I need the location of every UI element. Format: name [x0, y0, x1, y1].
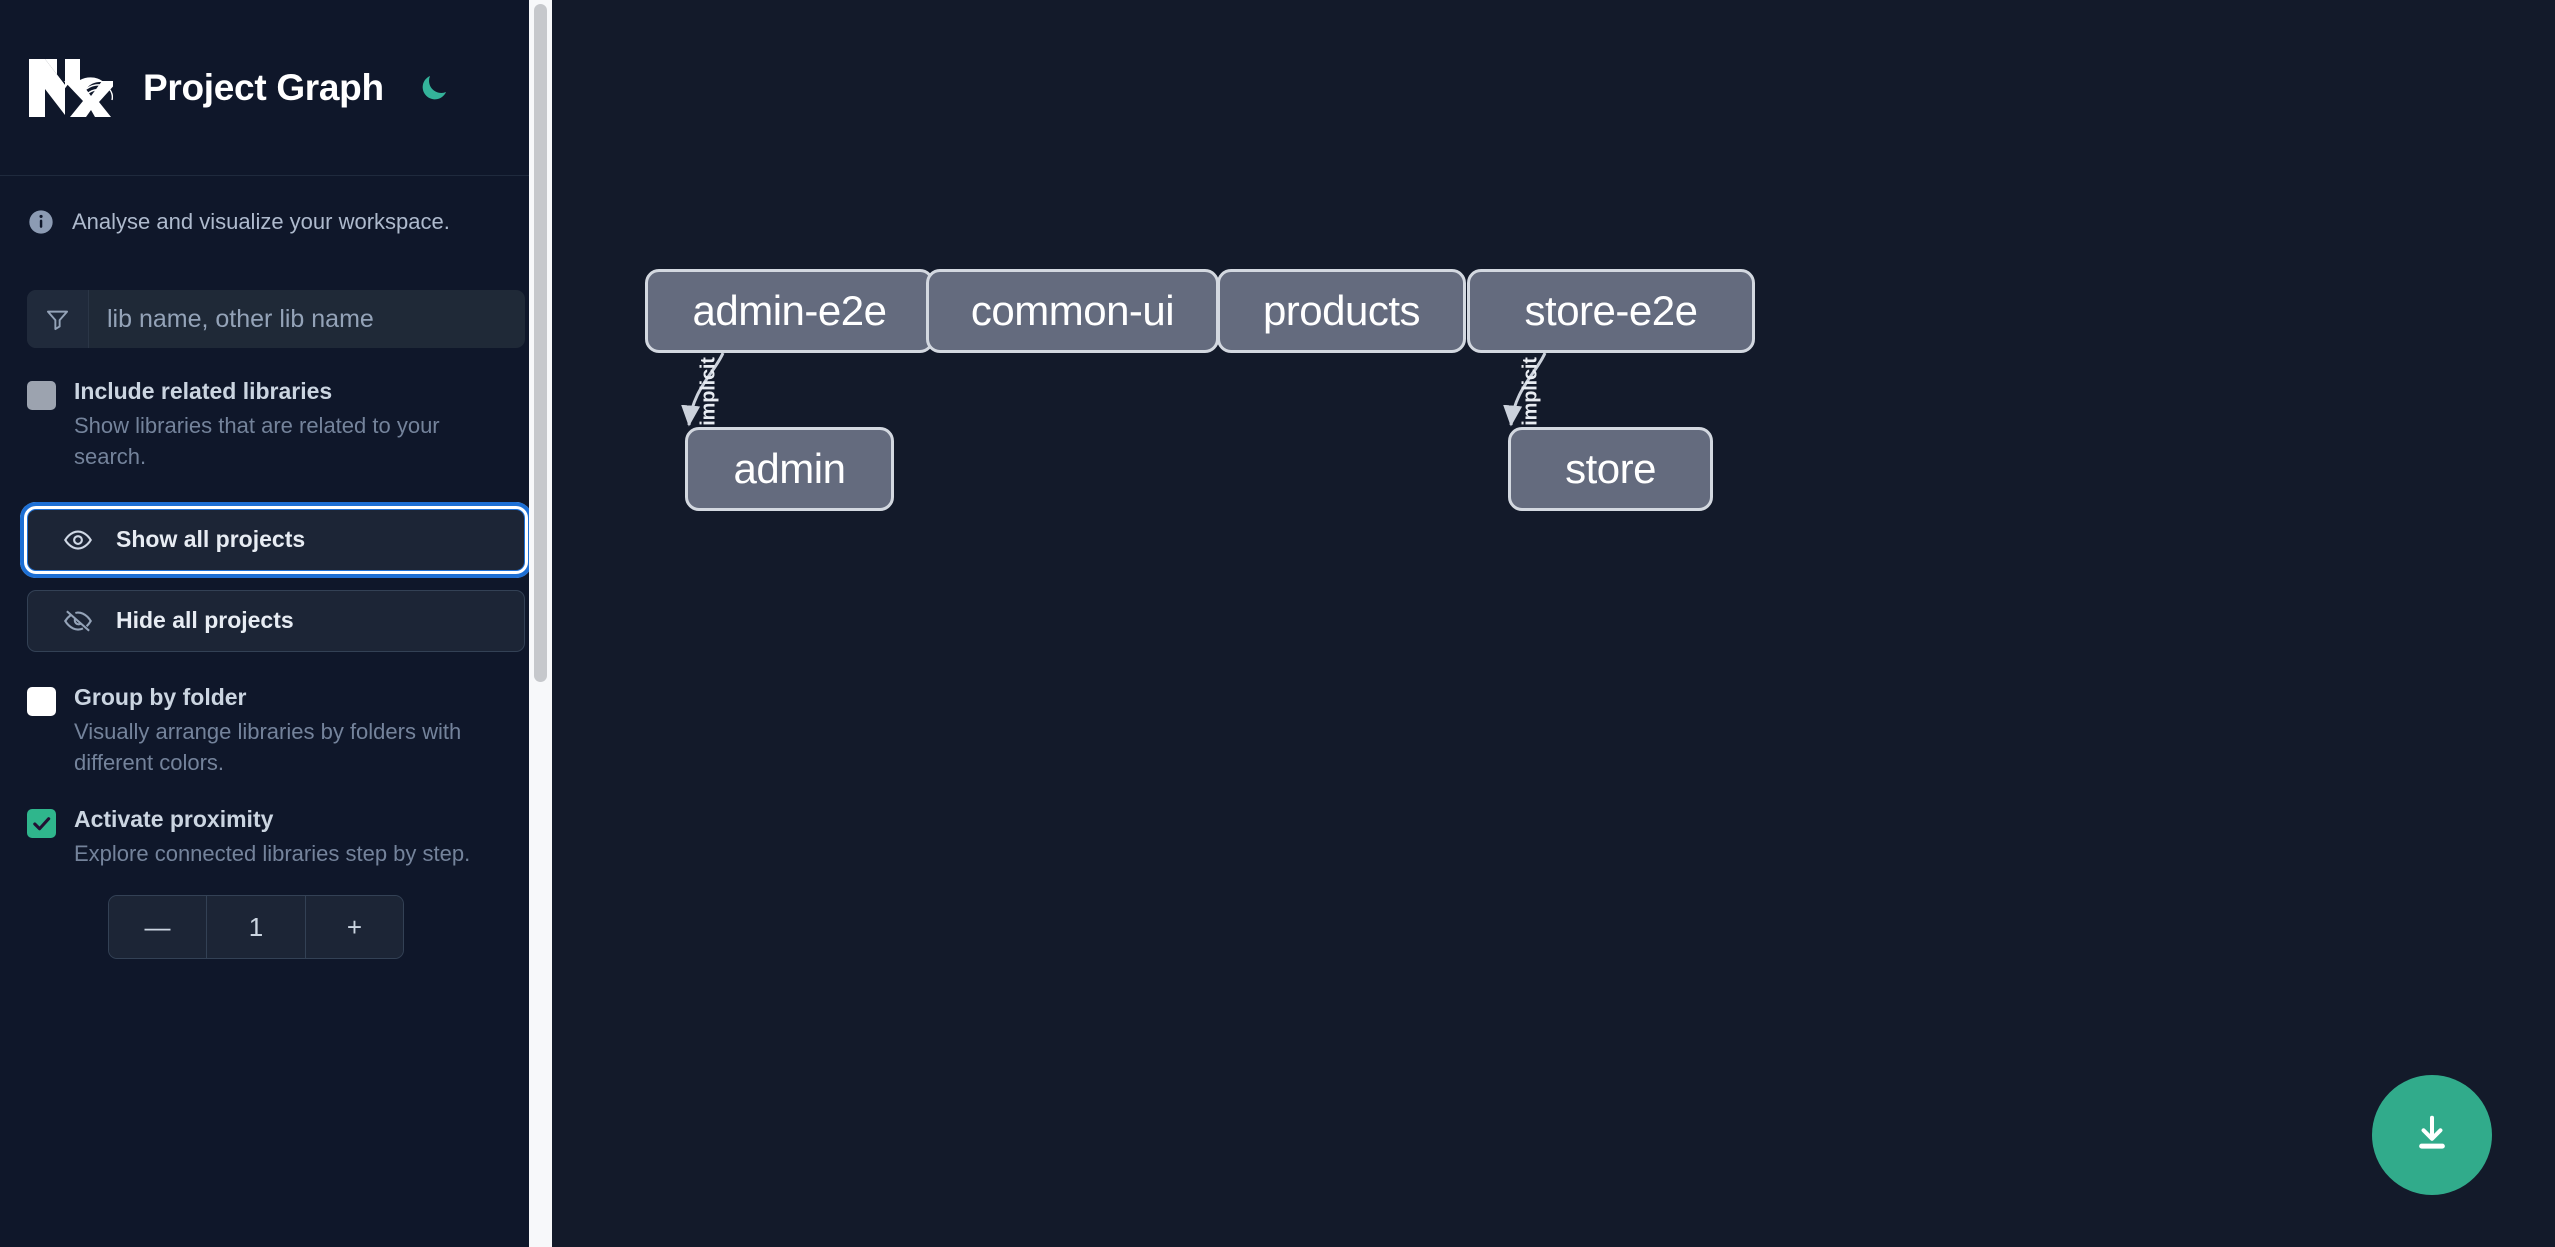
- group-by-folder-description: Visually arrange libraries by folders wi…: [74, 718, 462, 775]
- sidebar: Project Graph Analyse and visualize yo: [0, 0, 552, 1247]
- edge-label-store-e2e-to-store: implicit: [1519, 357, 1542, 426]
- sidebar-scrollbar[interactable]: [529, 0, 552, 1247]
- option-group-by-folder[interactable]: Group by folder Visually arrange librari…: [0, 682, 552, 779]
- graph-node-common-ui-label: common-ui: [970, 287, 1175, 334]
- search-section: [0, 290, 552, 348]
- graph-node-store-label: store: [1565, 445, 1656, 492]
- proximity-value: 1: [206, 896, 306, 959]
- graph-node-store-e2e[interactable]: store-e2e: [1467, 269, 1755, 353]
- include-related-libraries-checkbox[interactable]: [27, 381, 56, 410]
- filter-funnel-icon: [27, 290, 89, 348]
- download-graph-button[interactable]: [2372, 1075, 2492, 1195]
- edge-label-admin-e2e-to-admin: implicit: [697, 357, 720, 426]
- sidebar-scroll-area: Project Graph Analyse and visualize yo: [0, 0, 552, 1247]
- nx-logo-icon: [27, 57, 118, 119]
- activate-proximity-checkbox[interactable]: [27, 809, 56, 839]
- graph-node-admin[interactable]: admin: [685, 427, 894, 511]
- search-input[interactable]: [89, 290, 525, 348]
- group-by-folder-label: Group by folder: [74, 683, 247, 710]
- graph-node-store-e2e-label: store-e2e: [1524, 287, 1698, 334]
- sidebar-header: Project Graph: [0, 0, 552, 176]
- hide-all-projects-button[interactable]: Hide all projects: [27, 589, 525, 652]
- activate-proximity-description: Explore connected libraries step by step…: [74, 841, 471, 867]
- workspace-info: Analyse and visualize your workspace.: [0, 176, 552, 268]
- graph-node-products-label: products: [1262, 287, 1421, 334]
- include-related-libraries-description: Show libraries that are related to your …: [74, 413, 440, 470]
- option-activate-proximity[interactable]: Activate proximity Explore connected lib…: [0, 804, 552, 869]
- graph-edges-layer: [681, 352, 1547, 427]
- graph-node-admin-label: admin: [733, 445, 846, 492]
- edge-admin-e2e-to-admin[interactable]: [681, 352, 725, 427]
- info-circle-icon: [27, 208, 55, 236]
- eye-off-icon: [62, 605, 94, 637]
- activate-proximity-label: Activate proximity: [74, 806, 274, 833]
- graph-node-admin-e2e[interactable]: admin-e2e: [645, 269, 934, 353]
- group-by-folder-checkbox[interactable]: [27, 686, 56, 716]
- sidebar-scrollbar-thumb[interactable]: [534, 4, 547, 682]
- proximity-stepper: — 1 +: [108, 895, 404, 960]
- show-all-projects-label: Show all projects: [116, 526, 306, 553]
- download-icon: [2409, 1111, 2455, 1160]
- search-box[interactable]: [27, 290, 525, 348]
- checkmark-icon: [27, 809, 56, 838]
- proximity-stepper-wrap: — 1 +: [0, 895, 552, 960]
- proximity-decrement-button[interactable]: —: [109, 896, 206, 959]
- graph-node-admin-e2e-label: admin-e2e: [692, 287, 887, 334]
- option-include-related-libraries[interactable]: Include related libraries Show libraries…: [0, 376, 552, 473]
- include-related-libraries-label: Include related libraries: [74, 378, 333, 404]
- project-visibility-buttons: Show all projects Hide all projects: [0, 501, 552, 652]
- proximity-increment-button[interactable]: +: [306, 896, 403, 959]
- edge-store-e2e-to-store[interactable]: [1503, 352, 1547, 427]
- moon-icon[interactable]: [412, 66, 456, 110]
- graph-node-common-ui[interactable]: common-ui: [926, 269, 1219, 353]
- eye-icon: [62, 524, 94, 556]
- workspace-info-text: Analyse and visualize your workspace.: [72, 209, 450, 234]
- show-all-projects-button[interactable]: Show all projects: [20, 501, 532, 578]
- hide-all-projects-label: Hide all projects: [116, 607, 294, 634]
- graph-canvas[interactable]: admin-e2e admin common-ui products store…: [552, 0, 2555, 1247]
- graph-node-store[interactable]: store: [1508, 427, 1713, 511]
- graph-node-products[interactable]: products: [1217, 269, 1466, 353]
- page-title: Project Graph: [143, 66, 384, 108]
